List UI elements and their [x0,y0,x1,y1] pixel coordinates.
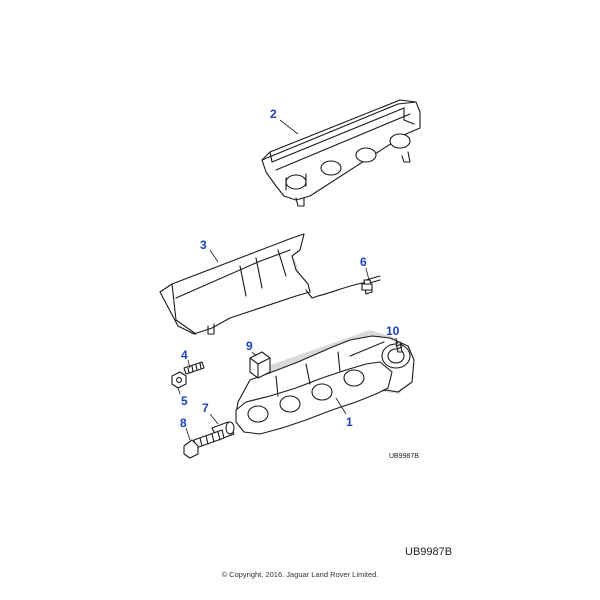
callout-10: 10 [386,324,400,338]
drawing-reference: UB9987B [405,546,453,558]
copyright-notice: © Copyright, 2016. Jaguar Land Rover Lim… [221,570,379,579]
drawing-ref-small: UB9987B [389,453,419,460]
bolt-6[interactable] [361,275,381,295]
callout-1: 1 [346,415,353,429]
leader-lines [177,119,399,441]
callout-6: 6 [360,255,367,269]
nut-9[interactable] [249,351,271,379]
callout-9: 9 [246,339,253,353]
bolt-8[interactable] [183,429,225,459]
callout-4: 4 [181,348,188,362]
callout-2: 2 [270,107,277,121]
heat-shield-upper[interactable] [261,99,421,207]
callout-8: 8 [180,416,187,430]
callout-7: 7 [202,401,209,415]
callout-3: 3 [200,238,207,252]
exhaust-manifold[interactable] [235,330,415,435]
heat-shield-lower[interactable] [159,233,369,335]
callout-5: 5 [181,394,188,408]
stud-10[interactable] [395,341,403,353]
nut-5[interactable] [171,371,187,389]
stud-4[interactable] [183,361,205,375]
